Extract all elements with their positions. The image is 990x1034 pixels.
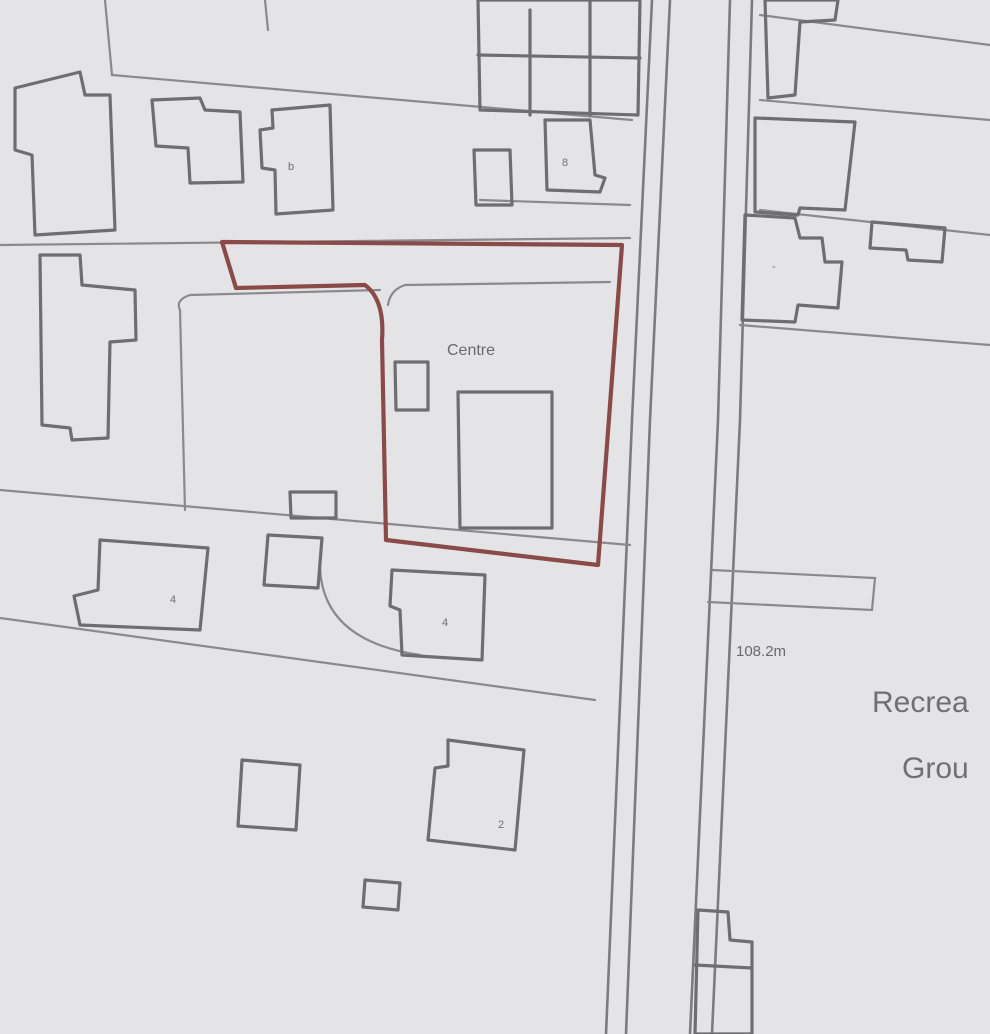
building [693, 908, 754, 1034]
building [693, 963, 754, 970]
building [753, 116, 857, 217]
building [868, 220, 947, 264]
building [258, 103, 335, 216]
building [472, 148, 514, 207]
buildings [13, 0, 947, 1034]
building [361, 878, 402, 912]
spot-height-label: 108.2m [736, 643, 787, 660]
building [740, 213, 844, 324]
building [476, 53, 642, 60]
building [262, 533, 324, 590]
building [388, 568, 487, 662]
building [426, 738, 526, 852]
building [38, 253, 138, 442]
building [393, 360, 430, 412]
area-label-line1: Recrea [872, 686, 969, 719]
building [763, 0, 840, 100]
building [72, 538, 210, 632]
building-label: Centre [447, 342, 496, 359]
building [150, 96, 245, 185]
building [543, 118, 607, 194]
site-boundary [219, 239, 625, 568]
building [288, 490, 338, 520]
building [13, 70, 117, 237]
building [456, 390, 554, 530]
main-road [604, 0, 754, 1034]
area-label-line2: Grou [902, 752, 969, 785]
building [236, 758, 302, 832]
building [476, 0, 642, 117]
